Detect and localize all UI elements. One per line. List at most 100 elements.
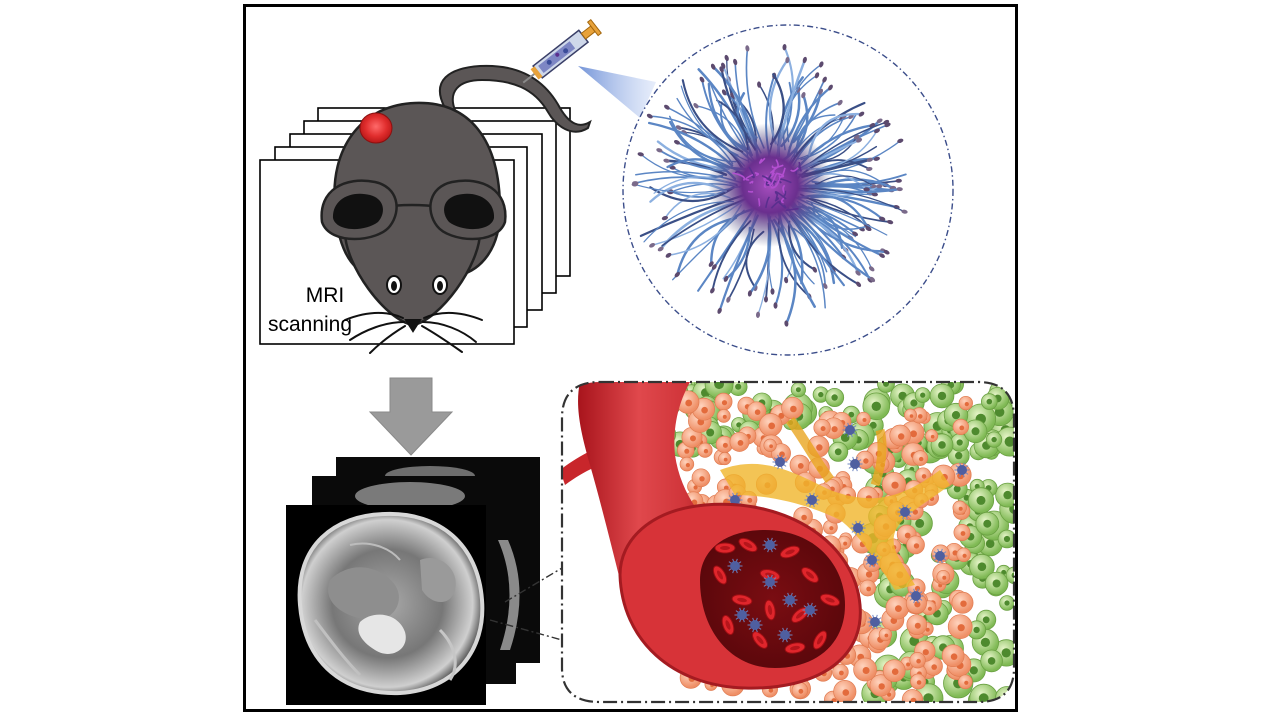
cell-nucleus (755, 409, 761, 415)
cell-center (720, 546, 730, 550)
chain-end-group (632, 183, 638, 187)
cell-nucleus (910, 430, 917, 437)
cell-nucleus (987, 399, 993, 405)
cell-nucleus (970, 666, 978, 674)
chain-end-group (709, 287, 716, 295)
cell-nucleus (955, 452, 962, 459)
cell-nucleus (892, 668, 899, 675)
cell-nucleus (1004, 536, 1010, 542)
cell-nucleus (831, 394, 837, 400)
cell-nucleus (895, 605, 902, 612)
cell-nucleus (922, 474, 927, 479)
cell-nucleus (919, 457, 923, 461)
chain-end-group (724, 54, 730, 61)
nanoparticle-core (867, 555, 877, 565)
cell-nucleus (931, 435, 935, 439)
cell-nucleus (986, 539, 995, 548)
chain-end-group (855, 281, 862, 288)
cell-nucleus (704, 449, 708, 453)
cell-nucleus (866, 571, 872, 577)
cell-nucleus (863, 667, 870, 674)
mri-label-line2: scanning (255, 314, 365, 335)
nanoparticle-core (935, 551, 945, 561)
cell-nucleus (879, 683, 885, 689)
chain-end-group (868, 265, 875, 272)
chain-end-group (646, 113, 654, 120)
down-arrow (370, 378, 452, 455)
nanoparticle-core (853, 523, 863, 533)
cell-nucleus (796, 387, 801, 392)
cell-nucleus (816, 444, 822, 450)
cell-nucleus (832, 426, 838, 432)
nanoparticle-panel (623, 25, 953, 355)
cell-nucleus (866, 587, 871, 592)
tumor-zoom-panel (560, 369, 1029, 713)
cell-nucleus (928, 607, 932, 611)
cell-nucleus (818, 392, 823, 397)
cell-nucleus (769, 444, 773, 448)
nanoparticle-core (737, 610, 747, 620)
chain-end-group (745, 45, 750, 52)
cell-nucleus (965, 402, 969, 406)
nanoparticle-core (750, 620, 760, 630)
cell-nucleus (863, 418, 867, 422)
cell-nucleus (973, 627, 979, 633)
chain-end-group (821, 76, 827, 84)
cell-nucleus (923, 649, 929, 655)
cell-nucleus (993, 580, 1001, 588)
cell-nucleus (790, 406, 797, 413)
chain-end-group (717, 307, 723, 314)
cell-nucleus (684, 449, 689, 454)
nanoparticle-core (911, 591, 921, 601)
nanoparticle-core (780, 630, 790, 640)
nanoparticle-core (765, 577, 775, 587)
chain-end-group (764, 296, 768, 303)
cell-nucleus (910, 399, 917, 406)
mri-label-line1: MRI (285, 285, 365, 306)
cell-nucleus (723, 443, 728, 448)
cell-nucleus (964, 681, 968, 685)
cell-nucleus (915, 519, 924, 528)
cell-nucleus (799, 689, 804, 694)
mouse-ear-left (322, 181, 397, 239)
chain-end-group (770, 288, 774, 294)
cell-nucleus (977, 496, 986, 505)
cell-nucleus (942, 576, 946, 580)
cell-nucleus (981, 638, 990, 647)
chain-end-group (814, 72, 820, 79)
cell-nucleus (910, 414, 914, 418)
nanoparticle-core (765, 540, 775, 550)
cell-nucleus (963, 554, 967, 558)
chain-end-group (732, 58, 738, 65)
cell-nucleus (863, 458, 868, 463)
nanoparticle-core (730, 561, 740, 571)
chain-end-group (663, 104, 671, 111)
cell-nucleus (906, 663, 910, 667)
nanoparticle-core (775, 457, 785, 467)
cell-nucleus (988, 657, 996, 665)
cell-nucleus (835, 448, 842, 455)
cell-nucleus (898, 433, 904, 439)
cell-nucleus (983, 520, 991, 528)
cell-nucleus (724, 458, 728, 462)
tumor-spot (360, 113, 392, 143)
cell-nucleus (685, 400, 692, 407)
nanoparticle-core (870, 617, 880, 627)
cell-nucleus (916, 659, 921, 664)
nanoparticle-core (845, 425, 855, 435)
chain-end-group (811, 266, 818, 274)
cell-nucleus (959, 507, 963, 511)
chain-end-group (648, 242, 656, 248)
cell-nucleus (991, 437, 996, 442)
cell-nucleus (699, 476, 704, 481)
cell-nucleus (938, 392, 946, 400)
nanoparticle-core (805, 605, 815, 615)
cell-nucleus (915, 623, 921, 629)
nanoparticle-core (900, 507, 910, 517)
nanoparticle-core (850, 459, 860, 469)
cell-nucleus (738, 440, 744, 446)
cell-nucleus (801, 515, 807, 521)
cell-nucleus (952, 411, 960, 419)
mouse-ear-right (430, 181, 505, 239)
